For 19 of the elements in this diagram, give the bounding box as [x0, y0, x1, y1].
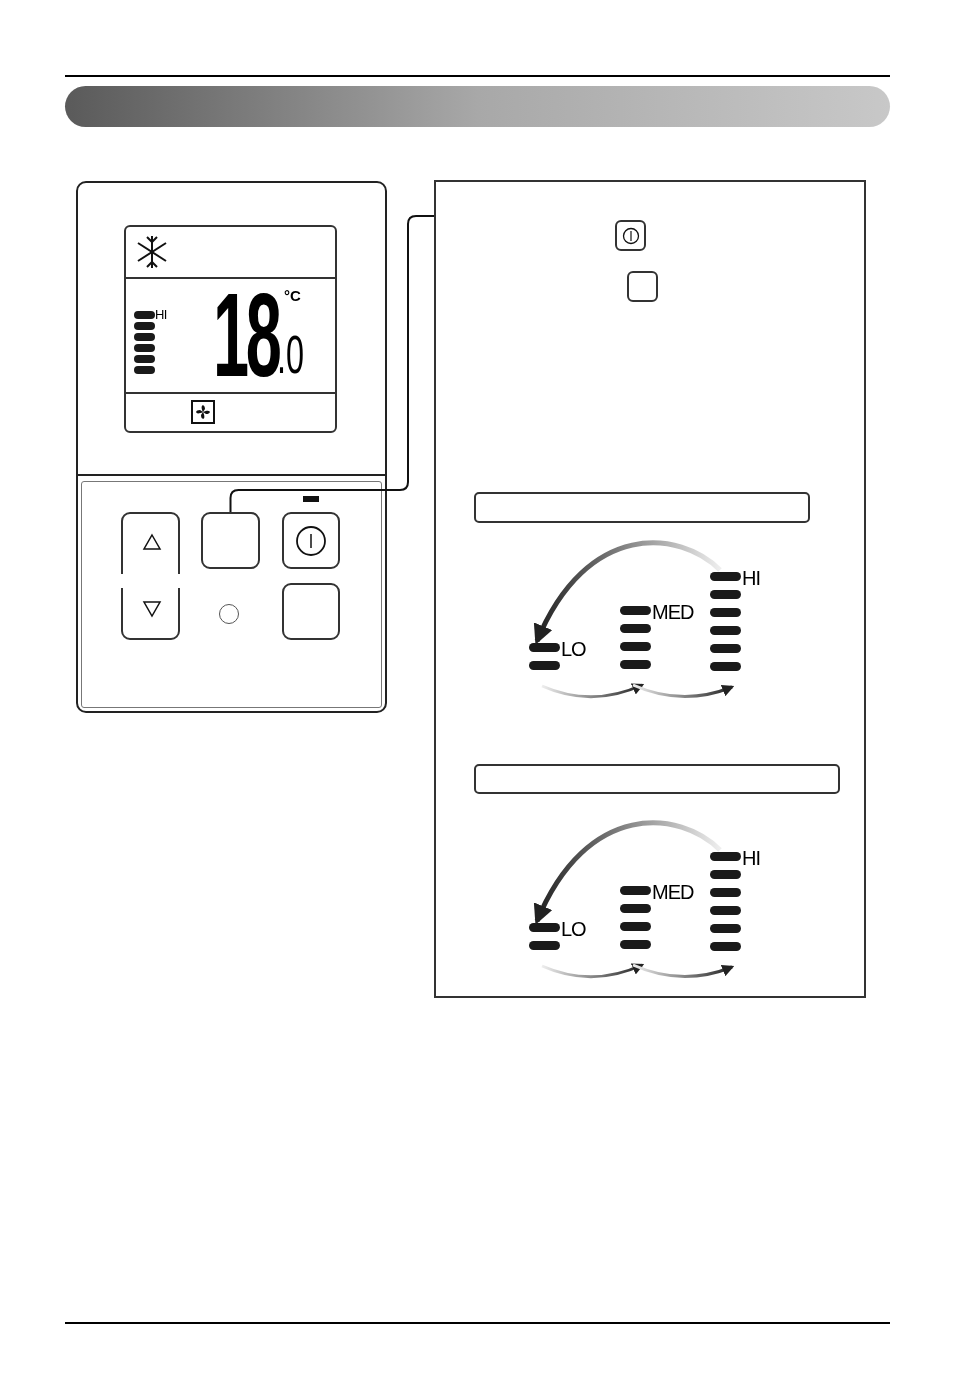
cycle-arrow	[632, 683, 735, 698]
heading-box	[474, 492, 810, 523]
cycle-arrow	[534, 540, 722, 645]
speed-label: LO	[561, 639, 586, 659]
cycle-arrow	[534, 820, 722, 925]
lcd-readout: °C	[284, 288, 301, 303]
speed-label: HI	[742, 568, 760, 588]
heading-box	[474, 764, 840, 794]
speed-label: HI	[742, 848, 760, 868]
cycle-arrow	[541, 683, 645, 699]
cycle-arrow	[541, 963, 645, 979]
speed-label: LO	[561, 919, 586, 939]
lcd-readout: HI	[155, 308, 167, 321]
leader-line	[229, 215, 435, 513]
speed-label: MED	[652, 602, 694, 622]
remote-button	[201, 512, 260, 569]
info-panel	[434, 180, 866, 998]
speed-label: MED	[652, 882, 694, 902]
cycle-arrow	[632, 963, 735, 978]
